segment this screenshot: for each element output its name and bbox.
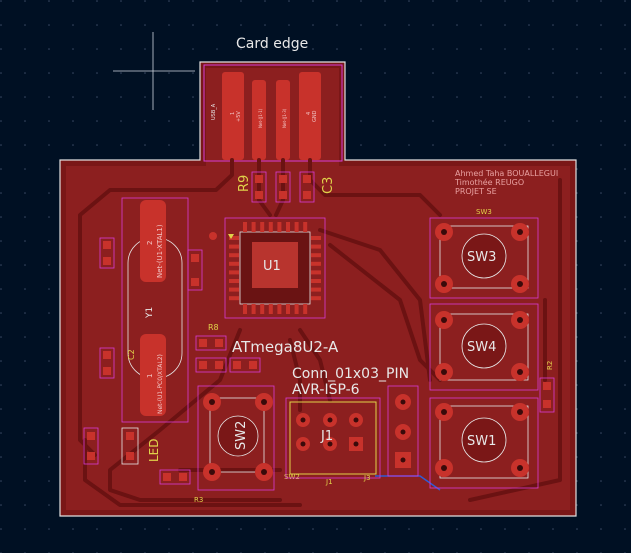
sw4-switch[interactable]: SW4 <box>429 303 539 391</box>
u1-pin-pad[interactable] <box>260 222 265 232</box>
u1-pin-pad[interactable] <box>311 236 321 240</box>
r2-resistor[interactable]: R2 <box>539 361 555 413</box>
u1-pin-pad[interactable] <box>311 279 321 283</box>
r2-ref: R2 <box>546 361 554 370</box>
u1-pin-pad[interactable] <box>311 270 321 275</box>
c3-capacitor[interactable]: C3 <box>275 171 336 203</box>
usb-footprint-outline <box>203 64 343 162</box>
u1-pin-pad[interactable] <box>294 222 299 232</box>
u1-pin-pad[interactable] <box>311 296 321 301</box>
usb-ref-label: USB_A <box>211 103 217 120</box>
r3-ref: R3 <box>194 496 203 504</box>
crosshair-cursor-icon <box>113 32 195 110</box>
r9-resistor[interactable]: R9 <box>237 171 267 203</box>
u1-microcontroller[interactable]: U1 <box>224 217 326 319</box>
sw4-ref: SW4 <box>467 340 496 355</box>
card-edge-title: Card edge <box>236 36 308 52</box>
u1-pin-pad[interactable] <box>229 244 239 249</box>
j3-ref: J3 <box>363 474 371 482</box>
u1-pin-pad[interactable] <box>277 222 282 232</box>
crystal-caps[interactable]: C2 <box>99 232 217 379</box>
y1-pin2: 2 <box>146 241 154 245</box>
sw1-ref: SW1 <box>467 434 496 449</box>
r8-resistor[interactable]: R8 <box>195 323 261 373</box>
usb-pin-3-label: Net-(J1-3) <box>282 108 287 128</box>
y1-net1: Net-(U1-XTAL1) <box>156 224 164 278</box>
r9-ref: R9 <box>237 175 252 192</box>
usb-card-edge[interactable]: USB_A 1 +5V Net-(J1-1) Net-(J1-3) 4 GND <box>203 64 343 162</box>
project-name: PROJET SE <box>455 187 497 196</box>
u1-pin-pad[interactable] <box>243 222 247 232</box>
led-indicator[interactable]: LED <box>83 427 161 465</box>
c2-ref: C2 <box>127 349 136 360</box>
j1-ref-silk: J1 <box>325 478 333 486</box>
sw1-switch[interactable]: SW1 <box>429 397 539 489</box>
author-2: Timothée REUGO <box>454 177 524 187</box>
sw3-silk-ref: SW3 <box>476 208 492 216</box>
author-1: Ahmed Taha BOUALLEGUI <box>455 169 558 178</box>
j1-value: Conn_01x03_PIN <box>292 366 409 382</box>
u1-pin-pad[interactable] <box>303 304 308 314</box>
u1-pin-pad[interactable] <box>286 222 290 232</box>
u1-pin-pad[interactable] <box>277 304 282 314</box>
c3-ref: C3 <box>321 177 336 194</box>
usb-pin-2-label: Net-(J1-1) <box>258 108 263 128</box>
u1-pin-pad[interactable] <box>311 244 321 249</box>
u1-pin-pad[interactable] <box>251 222 256 232</box>
usb-pad-2[interactable] <box>252 80 266 160</box>
u1-pin-pad[interactable] <box>229 279 239 283</box>
u1-pin-pad[interactable] <box>268 222 273 232</box>
u1-pin-pad[interactable] <box>229 296 239 301</box>
isp-value: AVR-ISP-6 <box>292 382 360 398</box>
usb-pad-4[interactable] <box>299 72 321 160</box>
copper-traces <box>78 158 562 507</box>
y1-crystal[interactable]: 2 Net-(U1-XTAL1) 1 Net-(U1-PC0/XTAL2) Y1 <box>121 197 189 423</box>
sw2-switch[interactable]: SW2 SW2 <box>197 385 300 491</box>
j3-header[interactable]: J3 <box>363 385 419 482</box>
y1-ref: Y1 <box>145 307 155 319</box>
y1-pin1: 1 <box>146 374 154 378</box>
u1-pin-pad[interactable] <box>311 253 321 258</box>
u1-pin-pad[interactable] <box>251 304 256 314</box>
sw2-ref: SW2 <box>234 421 249 450</box>
j1-ref-center: J1 <box>320 429 333 444</box>
j1-header[interactable]: J1 J1 <box>285 397 381 486</box>
project-info: Ahmed Taha BOUALLEGUI Timothée REUGO PRO… <box>454 169 558 196</box>
usb-pin-1-label: +5V <box>236 111 242 122</box>
u1-pin-pad[interactable] <box>303 222 308 232</box>
led-ref: LED <box>147 438 161 462</box>
u1-value: ATmega8U2-A <box>232 338 339 356</box>
u1-pin-pad[interactable] <box>243 304 247 314</box>
u1-pin-pad[interactable] <box>229 270 239 275</box>
u1-pin-pad[interactable] <box>260 304 265 314</box>
u1-pin-pad[interactable] <box>311 287 321 292</box>
sw2-silk-ref: SW2 <box>284 473 300 481</box>
usb-pin-1-number: 1 <box>230 112 236 115</box>
r8-ref: R8 <box>208 323 219 332</box>
y1-net2: Net-(U1-PC0/XTAL2) <box>157 354 164 414</box>
u1-ref: U1 <box>263 259 281 274</box>
u1-pin-pad[interactable] <box>311 261 321 266</box>
u1-pin-pad[interactable] <box>229 236 239 240</box>
u1-pin-pad[interactable] <box>229 253 239 258</box>
usb-pin-4-number: 4 <box>306 112 312 115</box>
u1-pin-pad[interactable] <box>229 287 239 292</box>
sw3-switch[interactable]: SW3 SW3 <box>429 208 539 299</box>
u1-pin-pad[interactable] <box>268 304 273 314</box>
u1-pin-pad[interactable] <box>229 261 239 266</box>
usb-pad-3[interactable] <box>276 80 290 160</box>
usb-pin-4-label: GND <box>312 110 318 122</box>
usb-pad-1[interactable] <box>222 72 244 160</box>
r3-resistor[interactable]: R3 <box>159 469 203 504</box>
u1-pin-pad[interactable] <box>294 304 299 314</box>
u1-pin-pad[interactable] <box>286 304 290 314</box>
sw3-ref: SW3 <box>467 250 496 265</box>
